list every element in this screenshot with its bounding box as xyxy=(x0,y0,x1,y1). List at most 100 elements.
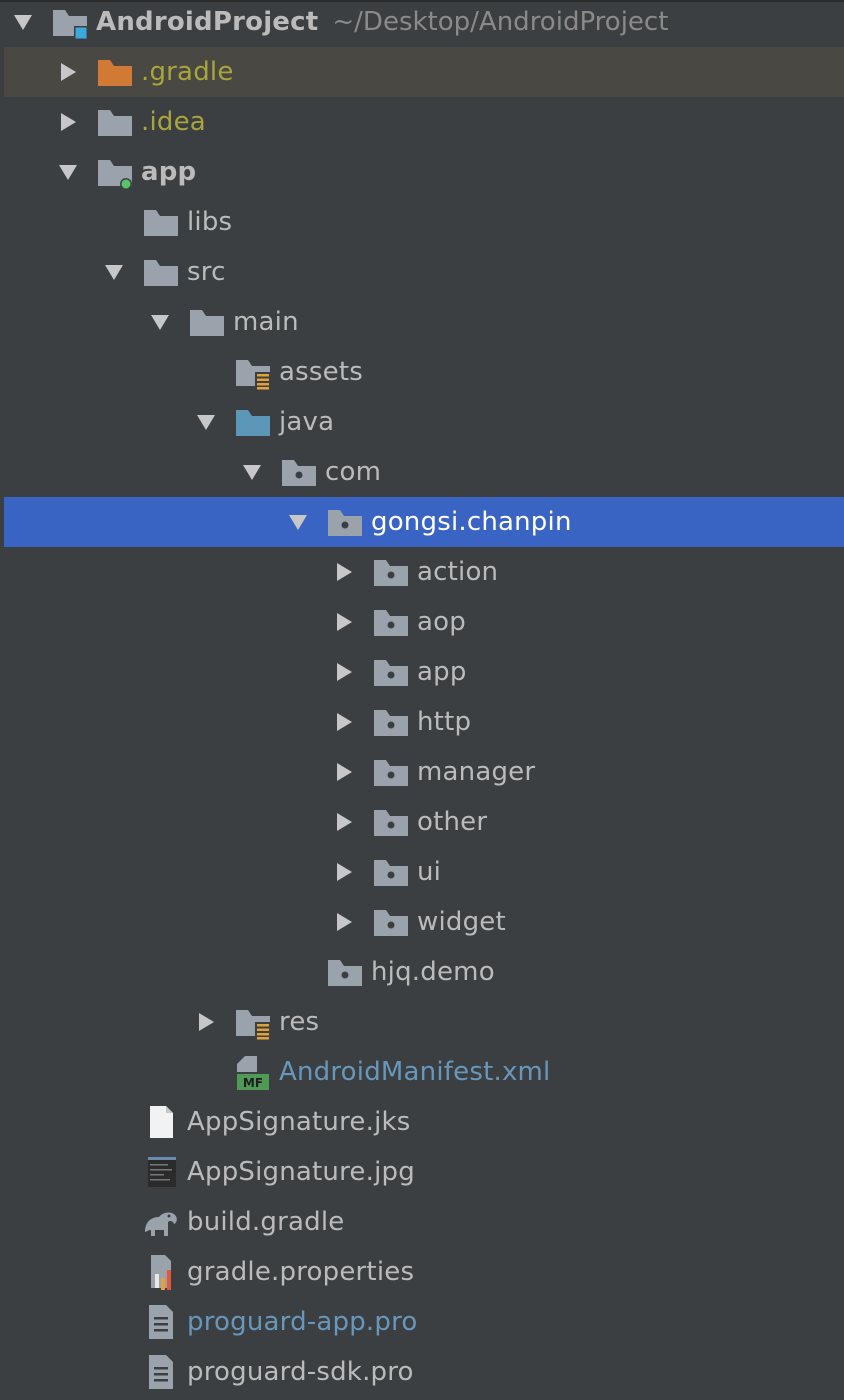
tree-item-label: libs xyxy=(187,207,233,237)
tree-item-label: AppSignature.jpg xyxy=(187,1157,415,1187)
tree-row-root[interactable]: AndroidProject ~/Desktop/AndroidProject xyxy=(4,0,844,47)
expanded-arrow-icon[interactable] xyxy=(10,9,36,35)
expanded-arrow-icon[interactable] xyxy=(101,259,127,285)
tree-item-label: .idea xyxy=(141,107,206,137)
tree-row-manager[interactable]: manager xyxy=(4,747,844,797)
file-icon xyxy=(141,1102,181,1142)
tree-row-assets[interactable]: assets xyxy=(4,347,844,397)
expanded-arrow-icon[interactable] xyxy=(193,409,219,435)
folder-icon xyxy=(95,102,135,142)
no-arrow-spacer xyxy=(101,1309,127,1335)
tree-item-label: ui xyxy=(417,857,442,887)
collapsed-arrow-icon[interactable] xyxy=(55,59,81,85)
tree-item-label: proguard-app.pro xyxy=(187,1307,418,1337)
tree-row-appsignature-jks[interactable]: AppSignature.jks xyxy=(4,1097,844,1147)
folder-icon xyxy=(141,252,181,292)
folder-icon xyxy=(187,302,227,342)
collapsed-arrow-icon[interactable] xyxy=(331,609,357,635)
tree-row-gradle-properties[interactable]: gradle.properties xyxy=(4,1247,844,1297)
tree-item-label: manager xyxy=(417,757,536,787)
tree-row-aop[interactable]: aop xyxy=(4,597,844,647)
tree-item-label: main xyxy=(233,307,299,337)
panel-top-border xyxy=(0,0,844,2)
tree-row-idea[interactable]: .idea xyxy=(4,97,844,147)
tree-row-widget[interactable]: widget xyxy=(4,897,844,947)
tree-row-ui[interactable]: ui xyxy=(4,847,844,897)
tree-row-src[interactable]: src xyxy=(4,247,844,297)
no-arrow-spacer xyxy=(101,1209,127,1235)
collapsed-arrow-icon[interactable] xyxy=(331,859,357,885)
tree-item-label: action xyxy=(417,557,499,587)
package-icon xyxy=(325,952,365,992)
source-folder-icon xyxy=(233,402,273,442)
tree-item-label: build.gradle xyxy=(187,1207,345,1237)
module-folder-icon xyxy=(95,152,135,192)
collapsed-arrow-icon[interactable] xyxy=(331,559,357,585)
tree-row-androidmanifest[interactable]: MF AndroidManifest.xml xyxy=(4,1047,844,1097)
tree-row-java[interactable]: java xyxy=(4,397,844,447)
tree-row-main[interactable]: main xyxy=(4,297,844,347)
expanded-arrow-icon[interactable] xyxy=(285,509,311,535)
excluded-folder-icon xyxy=(95,52,135,92)
tree-item-label: AndroidProject xyxy=(96,7,319,37)
tree-item-label: aop xyxy=(417,607,466,637)
tree-row-libs[interactable]: libs xyxy=(4,197,844,247)
collapsed-arrow-icon[interactable] xyxy=(331,659,357,685)
expanded-arrow-icon[interactable] xyxy=(55,159,81,185)
text-file-icon xyxy=(141,1352,181,1392)
tree-row-appsignature-jpg[interactable]: AppSignature.jpg xyxy=(4,1147,844,1197)
tree-item-label: src xyxy=(187,257,226,287)
tree-item-label: app xyxy=(141,157,197,187)
tree-item-label: gongsi.chanpin xyxy=(371,507,572,537)
package-icon xyxy=(371,752,411,792)
resource-folder-icon xyxy=(233,1002,273,1042)
tree-item-label: AndroidManifest.xml xyxy=(279,1057,551,1087)
project-path-label: ~/Desktop/AndroidProject xyxy=(332,7,669,37)
package-icon xyxy=(371,552,411,592)
package-icon xyxy=(325,502,365,542)
tree-row-hjq-demo[interactable]: hjq.demo xyxy=(4,947,844,997)
tree-item-label: hjq.demo xyxy=(371,957,495,987)
expanded-arrow-icon[interactable] xyxy=(239,459,265,485)
tree-row-app-package[interactable]: app xyxy=(4,647,844,697)
tree-row-res[interactable]: res xyxy=(4,997,844,1047)
svg-text:MF: MF xyxy=(243,1076,263,1090)
no-arrow-spacer xyxy=(101,1159,127,1185)
no-arrow-spacer xyxy=(193,359,219,385)
tree-row-action[interactable]: action xyxy=(4,547,844,597)
tree-row-http[interactable]: http xyxy=(4,697,844,747)
tree-row-proguard-sdk[interactable]: proguard-sdk.pro xyxy=(4,1347,844,1397)
tree-item-label: widget xyxy=(417,907,506,937)
package-icon xyxy=(371,652,411,692)
package-icon xyxy=(371,902,411,942)
no-arrow-spacer xyxy=(101,1109,127,1135)
collapsed-arrow-icon[interactable] xyxy=(331,809,357,835)
tree-row-com[interactable]: com xyxy=(4,447,844,497)
package-icon xyxy=(371,602,411,642)
tree-row-build-gradle[interactable]: build.gradle xyxy=(4,1197,844,1247)
collapsed-arrow-icon[interactable] xyxy=(193,1009,219,1035)
expanded-arrow-icon[interactable] xyxy=(147,309,173,335)
text-file-icon xyxy=(141,1302,181,1342)
collapsed-arrow-icon[interactable] xyxy=(55,109,81,135)
tree-item-label: res xyxy=(279,1007,320,1037)
tree-item-label: http xyxy=(417,707,472,737)
resource-folder-icon xyxy=(233,352,273,392)
tree-row-gradle[interactable]: .gradle xyxy=(4,47,844,97)
tree-item-label: app xyxy=(417,657,467,687)
collapsed-arrow-icon[interactable] xyxy=(331,759,357,785)
tree-item-label: assets xyxy=(279,357,363,387)
tree-item-label: other xyxy=(417,807,488,837)
tree-row-other[interactable]: other xyxy=(4,797,844,847)
properties-file-icon xyxy=(141,1252,181,1292)
collapsed-arrow-icon[interactable] xyxy=(331,709,357,735)
tree-row-gongsi-chanpin[interactable]: gongsi.chanpin xyxy=(4,497,844,547)
tree-row-proguard-app[interactable]: proguard-app.pro xyxy=(4,1297,844,1347)
manifest-file-icon: MF xyxy=(233,1052,273,1092)
tree-row-app[interactable]: app xyxy=(4,147,844,197)
collapsed-arrow-icon[interactable] xyxy=(331,909,357,935)
no-arrow-spacer xyxy=(101,209,127,235)
no-arrow-spacer xyxy=(285,959,311,985)
package-icon xyxy=(279,452,319,492)
